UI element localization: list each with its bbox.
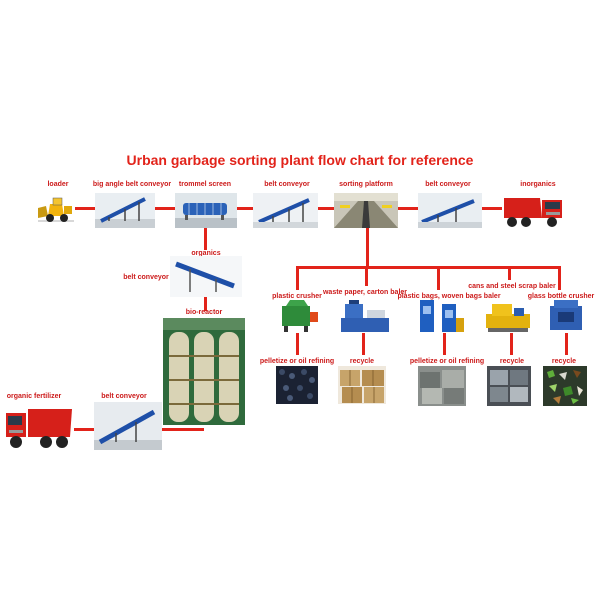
connector-crusher-pellets [296,333,299,355]
label-belt-conveyor-4: belt conveyor [101,393,147,400]
conveyor-icon [418,193,482,228]
connector-drop-2 [365,266,368,286]
label-inorganics: inorganics [520,181,556,188]
label-recycle-3: recycle [551,358,577,365]
label-loader: loader [47,181,69,188]
label-plastic-bags-baler: plastic bags, woven bags baler [397,293,501,300]
baler-icon [486,300,532,333]
connector-drop-4 [508,266,511,280]
connector-glass-recycle [565,333,568,355]
connector-trommel-organics [204,228,207,250]
sorting-platform-icon [334,193,398,228]
connector-organics-belt [204,297,207,311]
connector-conveyor-trommel [155,207,175,210]
label-recycle-1: recycle [349,358,375,365]
label-recycle-2: recycle [499,358,525,365]
bales-icon [338,366,386,404]
label-glass-bottle-crusher: glass bottle crusher [527,293,595,300]
conveyor-icon [94,402,162,450]
connector-drop-3 [437,266,440,290]
label-pelletize-2: pelletize or oil refining [409,358,485,365]
glass-cullet-icon [543,366,587,406]
label-cans-steel-scrap-baler: cans and steel scrap baler [468,283,556,290]
chart-title: Urban garbage sorting plant flow chart f… [126,152,474,168]
connector-loader-conveyor [75,207,95,210]
pellets-icon [276,366,318,404]
baler-icon [341,300,389,333]
label-trommel-screen: trommel screen [178,181,232,188]
label-sorting-platform: sorting platform [339,181,393,188]
label-big-angle-belt-conveyor: big angle belt conveyor [92,181,172,188]
trommel-icon [175,193,237,228]
label-organics: organics [191,250,221,257]
scrap-icon [418,366,466,406]
connector-drop-5 [558,266,561,290]
label-belt-conveyor-1: belt conveyor [264,181,310,188]
label-belt-conveyor-3: belt conveyor [123,274,169,281]
connector-paper-recycle [362,333,365,355]
conveyor-icon [253,193,318,228]
connector-belt-fertilizer [74,428,94,431]
label-belt-conveyor-2: belt conveyor [425,181,471,188]
crusher-icon [546,300,586,333]
connector-sorting-down [366,228,369,268]
connector-belt-inorganics [482,207,502,210]
conveyor-icon [170,256,242,297]
connector-drop-1 [296,266,299,290]
label-organic-fertilizer: organic fertilizer [6,393,62,400]
connector-cans-recycle [510,333,513,355]
scrap-icon [487,366,531,406]
conveyor-icon [95,193,155,228]
crusher-icon [276,300,318,333]
label-plastic-crusher: plastic crusher [272,293,322,300]
label-pelletize-1: pelletize or oil refining [259,358,335,365]
connector-distribution-bar [296,266,561,269]
dump-truck-icon [6,403,74,451]
bio-reactor-icon [163,318,245,425]
connector-sorting-belt [398,207,418,210]
connector-bioreactor-belt [162,428,204,431]
connector-belt-sorting [318,207,334,210]
baler-icon [416,298,466,333]
loader-icon [36,194,76,226]
connector-bags-pellets [443,333,446,355]
label-waste-paper-carton-baler: waste paper, carton baler [322,289,408,296]
connector-trommel-belt [237,207,253,210]
label-bio-reactor: bio-reactor [185,309,223,316]
dump-truck-icon [502,190,564,230]
